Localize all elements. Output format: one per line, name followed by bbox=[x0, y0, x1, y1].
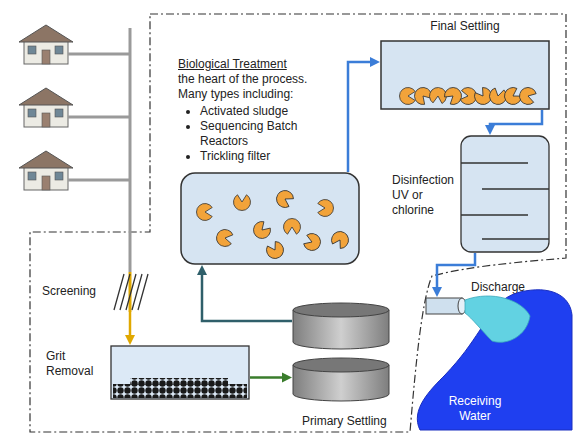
label-block: Receiving Water bbox=[443, 394, 507, 424]
sewer-pipes bbox=[68, 28, 130, 272]
discharge-pipe: Discharge bbox=[425, 297, 467, 315]
arrow-head bbox=[125, 335, 135, 345]
final-clarifier: Final Settling bbox=[380, 40, 550, 110]
label-block: Final Settling bbox=[380, 19, 550, 34]
flow-line bbox=[250, 376, 284, 379]
receiving-water: Receiving Water bbox=[415, 268, 575, 434]
node-label: Screening bbox=[42, 284, 96, 299]
flow-arrow bbox=[125, 312, 135, 345]
grit-tank: Grit Removal bbox=[110, 345, 250, 400]
arrow-head bbox=[282, 373, 292, 383]
label-block: Primary Settling bbox=[302, 414, 387, 429]
arrow-head bbox=[370, 57, 380, 67]
node-label: Receiving Water bbox=[443, 394, 507, 424]
node-label: Primary Settling bbox=[302, 414, 387, 429]
flow-line bbox=[437, 253, 475, 289]
flow-arrow bbox=[250, 373, 292, 383]
flow-arrow bbox=[485, 110, 542, 135]
flow-arrow bbox=[348, 57, 380, 172]
arrow-head bbox=[197, 265, 207, 275]
list-item: Trickling filter bbox=[200, 149, 336, 164]
label-block: Biological Treatmentthe heart of the pro… bbox=[178, 57, 336, 164]
flow-arrow bbox=[432, 253, 475, 297]
biological-reactor: Biological Treatmentthe heart of the pro… bbox=[180, 172, 360, 265]
screen-bar-rack: Screening bbox=[110, 272, 150, 312]
flow-line bbox=[129, 312, 132, 337]
node-label: the heart of the process. Many types inc… bbox=[178, 72, 336, 102]
arrow-head bbox=[485, 125, 495, 135]
bullet-list: Activated sludgeSequencing Batch Reactor… bbox=[178, 104, 336, 164]
flow-line bbox=[348, 62, 372, 172]
primary-clarifier: Primary Settling bbox=[292, 303, 390, 402]
houses bbox=[19, 25, 73, 190]
label-block: Disinfection UV or chlorine bbox=[392, 173, 454, 218]
node-label: Grit Removal bbox=[46, 349, 98, 379]
flow-line bbox=[490, 110, 542, 127]
flow-line bbox=[202, 273, 292, 321]
disinfection-tank: Disinfection UV or chlorine bbox=[460, 135, 550, 253]
section-heading: Biological Treatment bbox=[178, 57, 336, 72]
label-block: Grit Removal bbox=[46, 349, 98, 379]
node-label: Disinfection UV or chlorine bbox=[392, 173, 454, 218]
list-item: Activated sludge bbox=[200, 104, 336, 119]
list-item: Sequencing Batch Reactors bbox=[200, 119, 336, 149]
node-label: Final Settling bbox=[380, 19, 550, 34]
arrow-head bbox=[432, 287, 442, 297]
flow-arrow bbox=[197, 265, 292, 321]
label-block: Screening bbox=[42, 284, 96, 299]
